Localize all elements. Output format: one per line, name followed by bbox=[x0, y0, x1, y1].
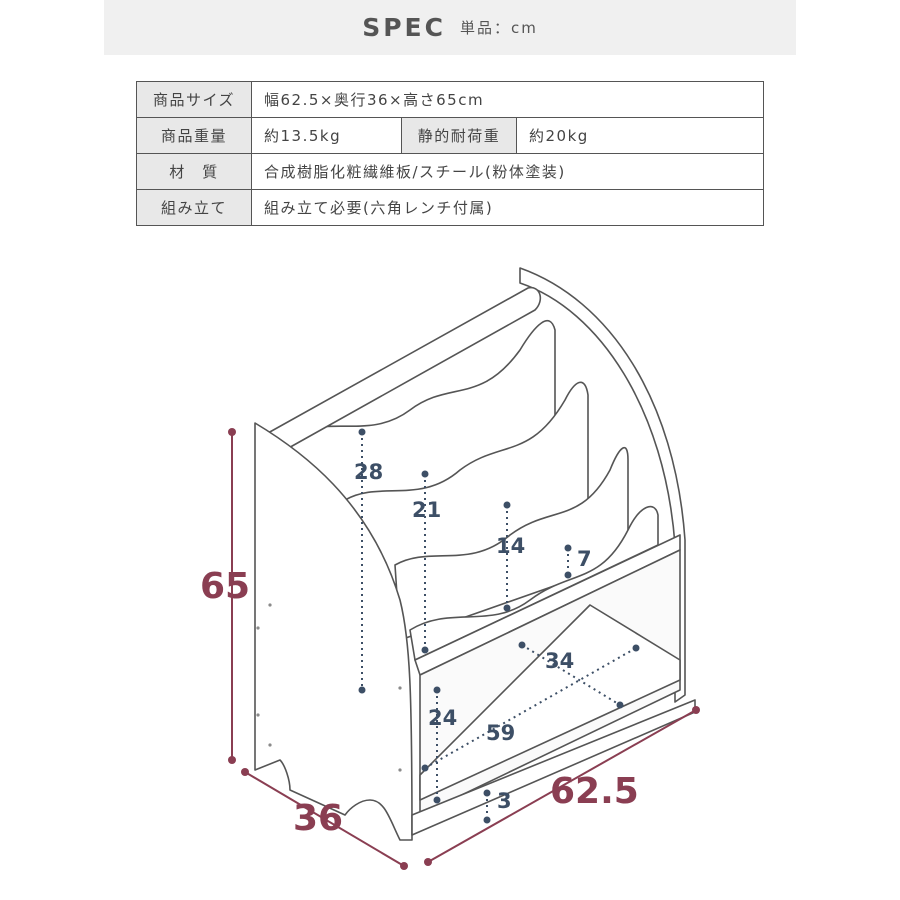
height-dim-end bbox=[228, 428, 236, 436]
dim-end bbox=[421, 646, 429, 654]
spec-table: 商品サイズ 幅62.5×奥行36×高さ65cm 商品重量 約13.5kg 静的耐… bbox=[136, 81, 764, 226]
height-label: 65 bbox=[200, 566, 250, 607]
width-dim-end bbox=[424, 858, 432, 866]
dim-end bbox=[518, 641, 526, 649]
dim-end bbox=[433, 796, 441, 804]
dim-end bbox=[503, 501, 511, 509]
dim-end bbox=[564, 544, 572, 552]
assembly-value: 組み立て必要(六角レンチ付属) bbox=[251, 189, 764, 226]
dim-end bbox=[358, 428, 366, 436]
material-value: 合成樹脂化粧繊維板/スチール(粉体塗装) bbox=[251, 153, 764, 190]
front-side-panel bbox=[254, 422, 413, 841]
shelf-depth-dim-line bbox=[521, 644, 621, 706]
screw-hole bbox=[268, 743, 272, 747]
wavy-divider-4 bbox=[409, 505, 659, 661]
load-label: 静的耐荷重 bbox=[401, 117, 517, 154]
dim-end bbox=[421, 764, 429, 772]
dim-end bbox=[421, 470, 429, 478]
base-height-label: 3 bbox=[497, 789, 512, 813]
table-row: 材 質 合成樹脂化粧繊維板/スチール(粉体塗装) bbox=[136, 153, 764, 190]
dim-end bbox=[433, 686, 441, 694]
shelf-height-label: 24 bbox=[428, 706, 457, 730]
dim-end bbox=[483, 816, 491, 824]
dim-end bbox=[358, 686, 366, 694]
width-dim-end bbox=[692, 706, 700, 714]
screw-hole bbox=[398, 686, 402, 690]
screw-hole bbox=[256, 626, 260, 630]
slot4-label: 7 bbox=[577, 547, 592, 571]
depth-label: 36 bbox=[293, 798, 343, 839]
width-label: 62.5 bbox=[550, 771, 639, 812]
screw-hole bbox=[256, 713, 260, 717]
wavy-divider-3 bbox=[394, 446, 629, 641]
dim-end bbox=[632, 644, 640, 652]
slot2-label: 21 bbox=[412, 498, 441, 522]
table-row: 組み立て 組み立て必要(六角レンチ付属) bbox=[136, 189, 764, 226]
shelf-width-label: 59 bbox=[486, 721, 515, 745]
weight-label: 商品重量 bbox=[136, 117, 252, 154]
screw-hole bbox=[398, 768, 402, 772]
width-dim-line bbox=[427, 709, 697, 863]
shelf-depth-label: 34 bbox=[545, 649, 574, 673]
dim-end bbox=[616, 701, 624, 709]
slot1-label: 28 bbox=[354, 460, 383, 484]
material-label: 材 質 bbox=[136, 153, 252, 190]
depth-dim-line bbox=[244, 771, 405, 867]
back-side-panel bbox=[519, 267, 686, 703]
dim-end bbox=[564, 571, 572, 579]
depth-dim-end bbox=[400, 862, 408, 870]
height-dim-end bbox=[228, 756, 236, 764]
spec-unit: 単品：cm bbox=[459, 19, 538, 37]
dim-end bbox=[503, 604, 511, 612]
spec-header: SPEC 単品：cm bbox=[104, 0, 796, 55]
dim-end bbox=[483, 789, 491, 797]
slot3-label: 14 bbox=[496, 534, 525, 558]
spec-title: SPEC bbox=[362, 13, 446, 42]
shelf-width-dim-line bbox=[424, 647, 637, 769]
assembly-label: 組み立て bbox=[136, 189, 252, 226]
screw-hole bbox=[268, 603, 272, 607]
depth-dim-end bbox=[241, 768, 249, 776]
top-rail bbox=[267, 286, 542, 451]
lower-shelf bbox=[419, 604, 681, 801]
table-row: 商品重量 約13.5kg 静的耐荷重 約20kg bbox=[136, 117, 764, 154]
